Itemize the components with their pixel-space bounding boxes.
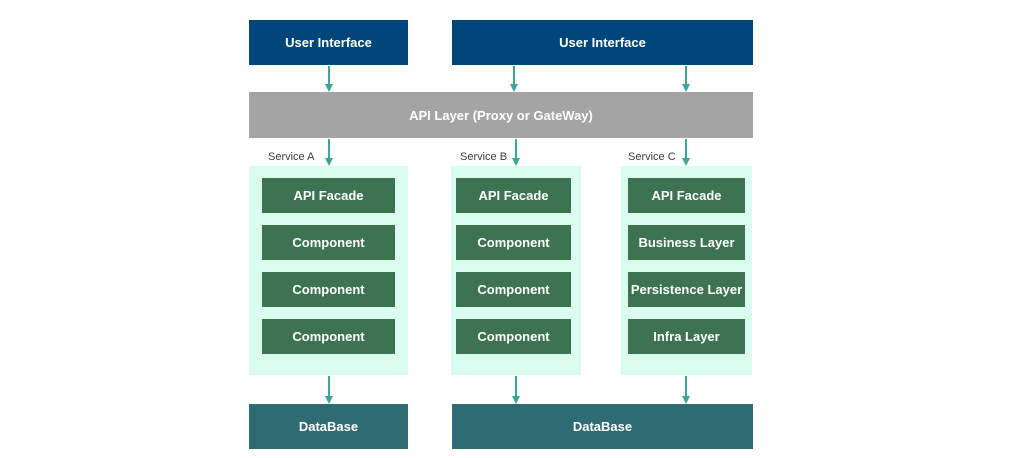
- service-a-api-facade: API Facade: [262, 178, 395, 213]
- service-c-label: Service C: [628, 151, 676, 163]
- block-label: Persistence Layer: [630, 282, 743, 297]
- service-b-component-3: Component: [456, 319, 571, 354]
- database-right: DataBase: [452, 404, 753, 449]
- service-b-component-1: Component: [456, 225, 571, 260]
- service-a-component-3: Component: [262, 319, 395, 354]
- service-c-infra-layer: Infra Layer: [628, 319, 745, 354]
- user-interface-right-label: User Interface: [559, 35, 646, 50]
- service-c-container: API Facade Business Layer Persistence La…: [621, 166, 752, 375]
- block-label: Business Layer: [638, 235, 735, 250]
- service-c-persistence-layer: Persistence Layer: [628, 272, 745, 307]
- service-b-api-facade: API Facade: [456, 178, 571, 213]
- block-label: Component: [292, 282, 365, 297]
- service-a-component-1: Component: [262, 225, 395, 260]
- block-label: Component: [292, 235, 365, 250]
- block-label: Infra Layer: [653, 329, 720, 344]
- database-left: DataBase: [249, 404, 408, 449]
- block-label: Component: [292, 329, 365, 344]
- service-b-label: Service B: [460, 151, 508, 163]
- user-interface-left-label: User Interface: [285, 35, 372, 50]
- block-label: Component: [477, 235, 550, 250]
- block-label: API Facade: [478, 188, 549, 203]
- user-interface-left: User Interface: [249, 20, 408, 65]
- block-label: API Facade: [293, 188, 364, 203]
- api-layer: API Layer (Proxy or GateWay): [249, 92, 753, 138]
- service-a-label: Service A: [268, 151, 315, 163]
- service-b-component-2: Component: [456, 272, 571, 307]
- api-layer-label: API Layer (Proxy or GateWay): [409, 107, 593, 123]
- service-b-container: API Facade Component Component Component: [451, 166, 581, 375]
- service-a-component-2: Component: [262, 272, 395, 307]
- user-interface-right: User Interface: [452, 20, 753, 65]
- database-right-label: DataBase: [572, 419, 633, 434]
- service-a-container: API Facade Component Component Component: [249, 166, 408, 375]
- service-c-api-facade: API Facade: [628, 178, 745, 213]
- block-label: API Facade: [651, 188, 722, 203]
- block-label: Component: [477, 282, 550, 297]
- block-label: Component: [477, 329, 550, 344]
- service-c-business-layer: Business Layer: [628, 225, 745, 260]
- database-left-label: DataBase: [298, 419, 359, 434]
